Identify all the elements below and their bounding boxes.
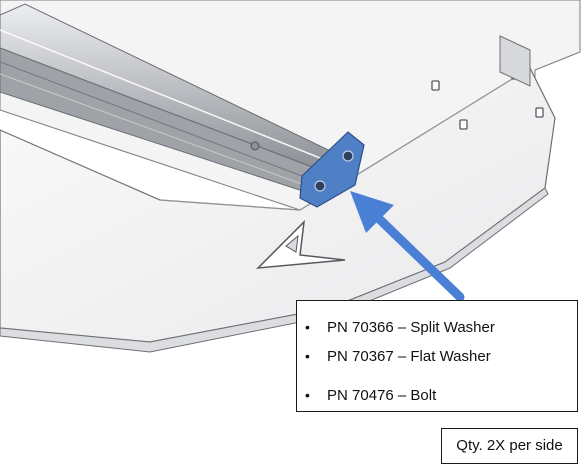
callout-arrow-icon bbox=[350, 191, 465, 302]
triangle-logo-icon bbox=[256, 219, 346, 269]
bullet: • bbox=[305, 319, 310, 335]
bolt-hole bbox=[314, 180, 326, 192]
part-label: PN 70476 – Bolt bbox=[327, 387, 437, 404]
quantity-note: Qty. 2X per side bbox=[441, 428, 578, 464]
parts-callout-box: • PN 70366 – Split Washer • PN 70367 – Fla… bbox=[296, 300, 578, 412]
part-flat-washer: • PN 70367 – Flat Washer bbox=[305, 347, 491, 366]
mount-slot bbox=[459, 119, 468, 130]
crease-line-lower bbox=[159, 199, 301, 211]
side-flange bbox=[499, 35, 531, 87]
part-split-washer: • PN 70366 – Split Washer bbox=[305, 318, 495, 337]
mount-slot bbox=[535, 107, 544, 118]
rail-groove bbox=[0, 73, 319, 191]
part-label: PN 70366 – Split Washer bbox=[327, 319, 495, 336]
bullet: • bbox=[305, 387, 310, 403]
bolt-hole bbox=[342, 150, 354, 162]
mount-slot bbox=[431, 80, 440, 91]
rail-groove bbox=[0, 61, 319, 183]
bullet: • bbox=[305, 348, 310, 364]
rail-fastener bbox=[250, 141, 260, 151]
rail-groove bbox=[0, 29, 331, 163]
part-label: PN 70367 – Flat Washer bbox=[327, 348, 491, 365]
part-bolt: • PN 70476 – Bolt bbox=[305, 386, 436, 405]
